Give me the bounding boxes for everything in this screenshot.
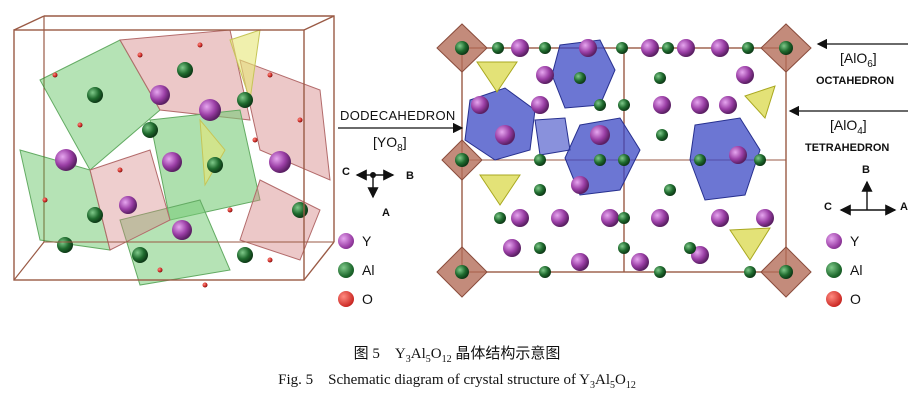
al-atom-swatch: [826, 262, 842, 278]
right-y-atoms: [471, 39, 774, 271]
caption-cn-text: 晶体结构示意图: [455, 346, 561, 362]
al-atom-swatch: [338, 262, 354, 278]
right-crystal-cell: [436, 23, 812, 298]
right-axis-c-label: C: [824, 201, 832, 213]
y-atom-swatch: [826, 233, 842, 249]
left-axis-b-label: B: [406, 170, 414, 182]
caption-english: Fig. 5 Schematic diagram of crystal stru…: [0, 372, 914, 391]
tetrahedron-formula: [AlO4]: [830, 117, 867, 137]
dodecahedron-formula: [YO8]: [373, 134, 407, 154]
caption-cn-figure-number: 图 5: [353, 346, 380, 362]
right-legend-y: Y: [826, 231, 859, 251]
left-legend-o: O: [338, 289, 373, 309]
right-al-atoms: [455, 41, 793, 279]
right-axes: [839, 180, 897, 216]
right-legend-al: Al: [826, 260, 862, 280]
right-axis-a-label: A: [900, 201, 908, 213]
left-atoms: [42, 42, 308, 288]
caption-en-text: Schematic diagram of crystal structure o…: [328, 372, 576, 388]
right-pointer-arrows: [338, 38, 908, 134]
left-crystal-cell: [13, 15, 335, 288]
left-polyhedra: [19, 29, 331, 286]
caption-chinese: 图 5 Y3Al5O12 晶体结构示意图: [0, 342, 914, 365]
legend-label: Y: [850, 233, 860, 249]
o-atom-swatch: [826, 291, 842, 307]
caption-en-figure-number: Fig. 5: [278, 372, 314, 388]
tetrahedron-label: TETRAHEDRON: [805, 142, 890, 154]
octahedron-formula: [AlO6]: [840, 50, 877, 70]
legend-label: Al: [850, 262, 863, 278]
right-axis-b-label: B: [862, 164, 870, 176]
left-legend-al: Al: [338, 260, 374, 280]
o-atom-swatch: [338, 291, 354, 307]
octahedron-label: OCTAHEDRON: [816, 75, 895, 87]
left-axis-a-label: A: [382, 207, 390, 219]
right-legend-o: O: [826, 289, 861, 309]
legend-label: Al: [362, 262, 375, 278]
caption-en-formula: Y3Al5O12: [579, 372, 636, 391]
legend-label: Y: [362, 233, 372, 249]
left-axes: [355, 169, 395, 199]
dodecahedra-blue: [464, 39, 761, 201]
tetrahedra-yellow: [476, 61, 776, 261]
legend-label: O: [850, 291, 861, 307]
caption-cn-formula: Y3Al5O12: [394, 346, 452, 365]
left-axis-c-label: C: [342, 166, 350, 178]
left-legend-y: Y: [338, 231, 371, 251]
legend-label: O: [362, 291, 373, 307]
y-atom-swatch: [338, 233, 354, 249]
dodecahedron-label: DODECAHEDRON: [340, 108, 456, 123]
